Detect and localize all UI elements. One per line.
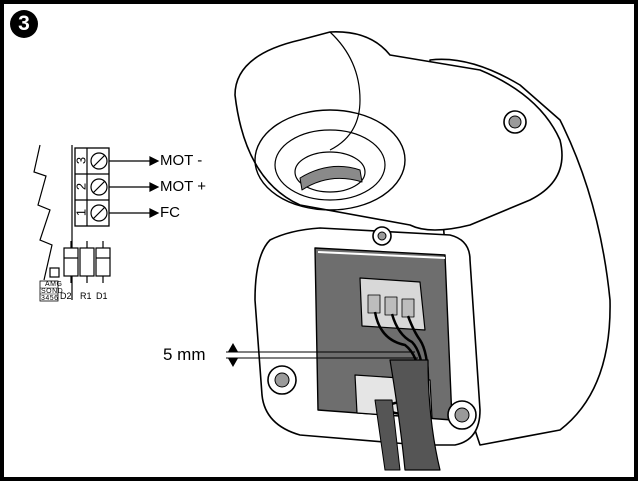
terminal-screw-3 [90, 152, 108, 170]
arrow-fc [149, 208, 160, 218]
terminal-block [74, 147, 110, 227]
label-mot-minus: MOT - [160, 152, 203, 169]
lens-ring-mid [274, 129, 386, 201]
lens-ring-outer [254, 109, 406, 211]
terminal-screw-2 [90, 178, 108, 196]
measurement-label: 5 mm [163, 345, 206, 364]
label-mot-plus: MOT + [160, 178, 206, 195]
cable [389, 359, 441, 471]
arrow-mot-minus [149, 156, 160, 166]
component-label-d2: D2 [60, 291, 72, 301]
measurement-indicator [226, 342, 418, 368]
terminal-number-2: 2 [73, 182, 89, 191]
dip-strip-box [39, 280, 59, 302]
board-edge-zigzag [33, 144, 53, 281]
strip-code-row3: 3456 [41, 295, 59, 302]
component-label-d1: D1 [96, 291, 108, 301]
arrow-mot-plus [149, 182, 160, 192]
strip-code-row2: SOND [41, 288, 64, 295]
terminal-number-1: 1 [73, 208, 89, 217]
wiring-schematic [33, 144, 160, 302]
label-fc: FC [160, 204, 180, 221]
terminal-number-3: 3 [73, 156, 89, 165]
step-number-badge: 3 [10, 10, 38, 38]
component-group [63, 241, 111, 283]
component-label-r1: R1 [80, 291, 92, 301]
device-illustration [234, 31, 611, 471]
jumper-square [49, 267, 60, 278]
terminal-screw-1 [90, 204, 108, 222]
strip-code-row1: AMG [45, 281, 63, 288]
